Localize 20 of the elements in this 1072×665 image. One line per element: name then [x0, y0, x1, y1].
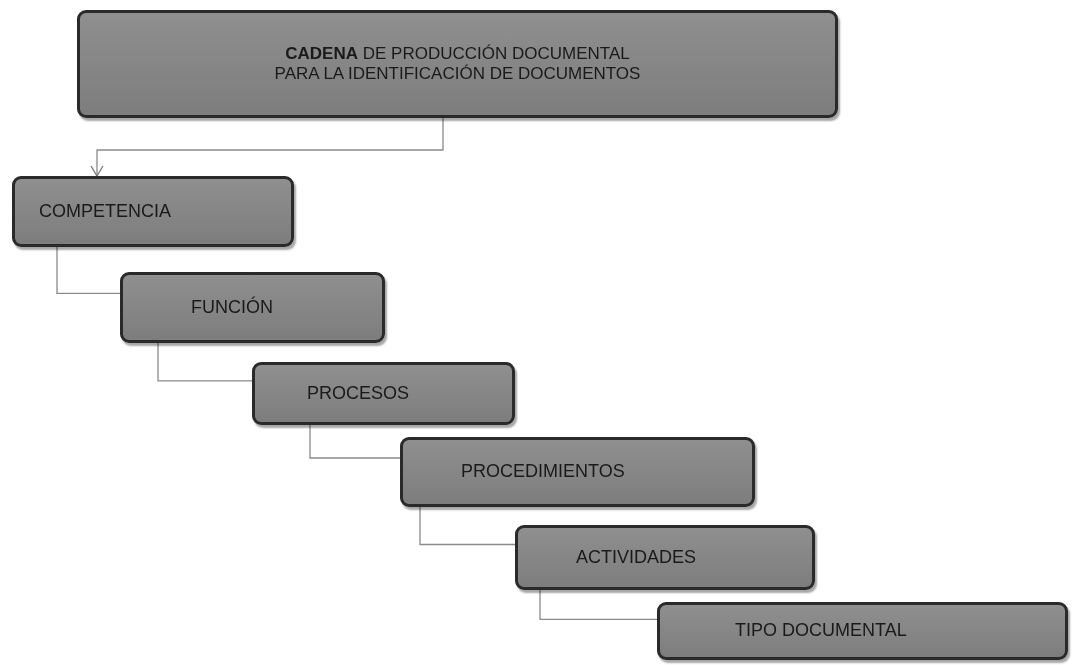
- connector-line: [56, 246, 121, 294]
- box-label: CADENA DE PRODUCCIÓN DOCUMENTAL PARA LA IDENTIFICACIÓN DE DOCUMENTOS: [273, 43, 642, 85]
- box-label: PROCESOS: [307, 382, 410, 405]
- process-box: [120, 272, 385, 343]
- process-box: [12, 176, 294, 247]
- process-box: [657, 602, 1068, 660]
- box-label: PROCEDIMIENTOS: [461, 461, 625, 483]
- connector-line: [157, 342, 253, 382]
- connector-line: [419, 506, 516, 546]
- box-label: FUNCIÓN: [191, 296, 273, 319]
- box-label: COMPETENCIA: [39, 200, 171, 223]
- connector-line: [539, 589, 658, 621]
- box-label: TIPO DOCUMENTAL: [735, 620, 907, 642]
- process-box: [400, 437, 755, 507]
- title-box: [77, 10, 838, 118]
- arrow: [90, 117, 444, 177]
- process-box: [515, 525, 815, 590]
- process-box: [252, 362, 515, 425]
- box-label: ACTIVIDADES: [576, 546, 697, 569]
- connector-line: [309, 424, 401, 459]
